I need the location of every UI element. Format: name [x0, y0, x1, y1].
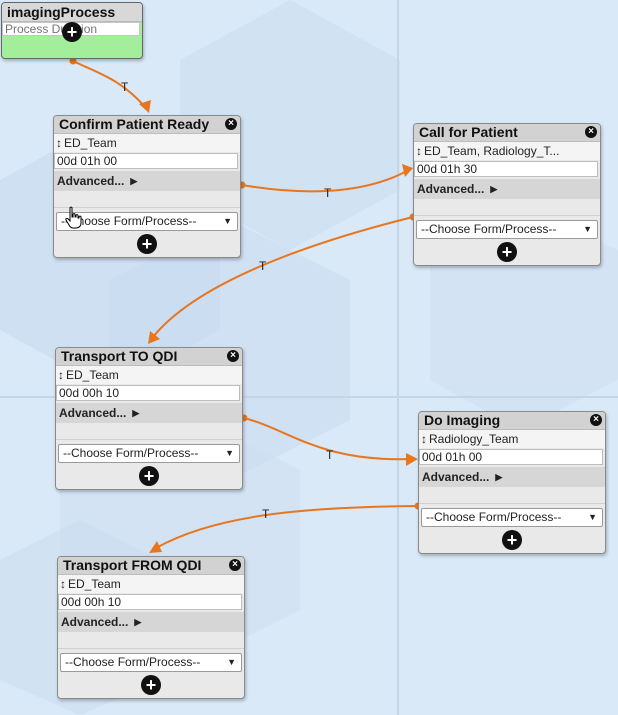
add-row: + [58, 672, 244, 698]
duration-input[interactable] [58, 594, 242, 610]
task-node-header[interactable]: Do Imaging × [419, 412, 605, 430]
duration-input[interactable] [54, 153, 238, 169]
task-node-header[interactable]: Call for Patient × [414, 124, 600, 142]
form-process-select[interactable]: --Choose Form/Process-- ▼ [60, 653, 242, 672]
assignee-text: ED_Team, Radiology_T... [424, 144, 560, 158]
duration-input[interactable] [56, 385, 240, 401]
sort-arrows-icon: ↕ [416, 144, 422, 158]
caret-right-icon: ▶ [132, 407, 140, 418]
form-process-select[interactable]: --Choose Form/Process-- ▼ [421, 508, 603, 527]
start-node-title: imagingProcess [7, 4, 116, 20]
assignee-row[interactable]: ↕ Radiology_Team [419, 430, 605, 448]
caret-right-icon: ▶ [130, 175, 138, 186]
form-process-select[interactable]: --Choose Form/Process-- ▼ [56, 212, 238, 231]
advanced-toggle[interactable]: Advanced... ▶ [56, 403, 242, 423]
node-spacer [58, 632, 244, 649]
close-icon[interactable]: × [585, 126, 597, 138]
grid-line-horizontal [0, 396, 618, 398]
assignee-text: ED_Team [68, 577, 121, 591]
chevron-down-icon: ▼ [225, 448, 234, 458]
sort-arrows-icon: ↕ [421, 432, 427, 446]
advanced-label: Advanced... [422, 470, 490, 484]
task-title: Do Imaging [424, 412, 501, 428]
task-title: Confirm Patient Ready [59, 116, 210, 132]
chevron-down-icon: ▼ [583, 224, 592, 234]
task-node-transport-from-qdi[interactable]: Transport FROM QDI × ↕ ED_Team Advanced.… [57, 556, 245, 699]
plus-icon[interactable]: + [502, 530, 522, 550]
task-node-do-imaging[interactable]: Do Imaging × ↕ Radiology_Team Advanced..… [418, 411, 606, 554]
task-node-transport-to-qdi[interactable]: Transport TO QDI × ↕ ED_Team Advanced...… [55, 347, 243, 490]
plus-icon[interactable]: + [137, 234, 157, 254]
hand-cursor-icon [65, 206, 82, 229]
form-process-select[interactable]: --Choose Form/Process-- ▼ [416, 220, 598, 239]
add-row: + [419, 527, 605, 553]
plus-icon[interactable]: + [139, 466, 159, 486]
form-process-select-value: --Choose Form/Process-- [61, 214, 197, 228]
chevron-down-icon: ▼ [227, 657, 236, 667]
assignee-row[interactable]: ↕ ED_Team [58, 575, 244, 593]
advanced-toggle[interactable]: Advanced... ▶ [419, 467, 605, 487]
sort-arrows-icon: ↕ [58, 368, 64, 382]
form-process-select[interactable]: --Choose Form/Process-- ▼ [58, 444, 240, 463]
duration-input[interactable] [414, 161, 598, 177]
duration-input[interactable] [419, 449, 603, 465]
form-process-select-value: --Choose Form/Process-- [65, 655, 201, 669]
close-icon[interactable]: × [229, 559, 241, 571]
task-node-confirm-patient-ready[interactable]: Confirm Patient Ready × ↕ ED_Team Advanc… [53, 115, 241, 258]
form-process-select-value: --Choose Form/Process-- [63, 446, 199, 460]
close-icon[interactable]: × [590, 414, 602, 426]
advanced-toggle[interactable]: Advanced... ▶ [58, 612, 244, 632]
start-node[interactable]: imagingProcess + [1, 2, 143, 59]
assignee-row[interactable]: ↕ ED_Team [54, 134, 240, 152]
advanced-toggle[interactable]: Advanced... ▶ [54, 171, 240, 191]
advanced-label: Advanced... [417, 182, 485, 196]
task-node-header[interactable]: Transport FROM QDI × [58, 557, 244, 575]
chevron-down-icon: ▼ [588, 512, 597, 522]
grid-line-vertical [397, 0, 399, 715]
task-node-call-for-patient[interactable]: Call for Patient × ↕ ED_Team, Radiology_… [413, 123, 601, 266]
advanced-label: Advanced... [59, 406, 127, 420]
plus-icon[interactable]: + [62, 22, 82, 42]
form-process-select-value: --Choose Form/Process-- [426, 510, 562, 524]
add-row: + [56, 463, 242, 489]
assignee-text: Radiology_Team [429, 432, 519, 446]
node-spacer [56, 423, 242, 440]
sort-arrows-icon: ↕ [56, 136, 62, 150]
add-row: + [414, 239, 600, 265]
task-node-header[interactable]: Transport TO QDI × [56, 348, 242, 366]
add-row: + [54, 231, 240, 257]
plus-icon[interactable]: + [141, 675, 161, 695]
advanced-label: Advanced... [61, 615, 129, 629]
task-title: Transport FROM QDI [63, 557, 202, 573]
sort-arrows-icon: ↕ [60, 577, 66, 591]
node-spacer [414, 199, 600, 216]
plus-icon[interactable]: + [497, 242, 517, 262]
node-spacer [419, 487, 605, 504]
close-icon[interactable]: × [227, 350, 239, 362]
assignee-row[interactable]: ↕ ED_Team, Radiology_T... [414, 142, 600, 160]
advanced-label: Advanced... [57, 174, 125, 188]
caret-right-icon: ▶ [490, 183, 498, 194]
task-node-header[interactable]: Confirm Patient Ready × [54, 116, 240, 134]
assignee-row[interactable]: ↕ ED_Team [56, 366, 242, 384]
form-process-select-value: --Choose Form/Process-- [421, 222, 557, 236]
task-title: Call for Patient [419, 124, 518, 140]
close-icon[interactable]: × [225, 118, 237, 130]
advanced-toggle[interactable]: Advanced... ▶ [414, 179, 600, 199]
assignee-text: ED_Team [66, 368, 119, 382]
start-node-header[interactable]: imagingProcess [2, 3, 142, 22]
chevron-down-icon: ▼ [223, 216, 232, 226]
caret-right-icon: ▶ [134, 616, 142, 627]
assignee-text: ED_Team [64, 136, 117, 150]
caret-right-icon: ▶ [495, 471, 503, 482]
task-title: Transport TO QDI [61, 348, 178, 364]
node-spacer [54, 191, 240, 208]
